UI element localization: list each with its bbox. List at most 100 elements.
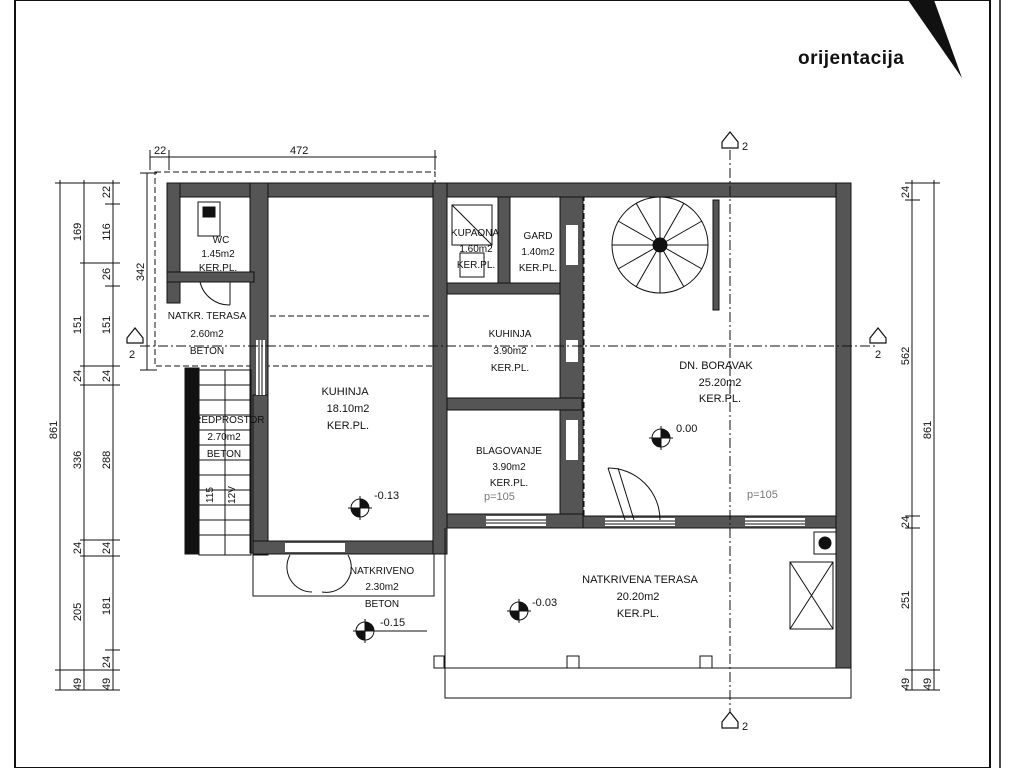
room-floor: KER.PL. xyxy=(327,420,369,432)
dim-right-inner-1: 24 xyxy=(900,186,912,198)
dimension-labels: 22 472 861 169 151 24 336 24 205 49 22 1… xyxy=(48,145,934,690)
room-name: NATKR. TERASA xyxy=(168,311,247,322)
entry-stairs xyxy=(198,369,252,556)
dim-left-inner-8: 181 xyxy=(101,597,113,615)
room-area: 2.30m2 xyxy=(365,582,399,593)
elevation-kitchen xyxy=(348,496,372,520)
section-markers xyxy=(126,131,887,729)
room-floor: KER.PL. xyxy=(490,478,528,489)
room-name: GARD xyxy=(524,231,553,242)
elevation-kitchen-value: -0.13 xyxy=(374,490,399,502)
stair-railing xyxy=(712,199,720,311)
dim-left-inner-9: 24 xyxy=(101,656,113,668)
dim-left-outer: 861 xyxy=(48,421,60,439)
room-terrace-small: NATKR. TERASA 2.60m2 BETON xyxy=(168,311,247,357)
room-living: DN. BORAVAK 25.20m2 KER.PL. xyxy=(679,360,753,405)
room-covered-entry: NATKRIVENO 2.30m2 BETON xyxy=(350,566,414,610)
dim-left-mid-1: 169 xyxy=(72,223,84,241)
room-area: 18.10m2 xyxy=(327,403,370,415)
elevation-marks: -0.13 0.00 -0.03 -0.15 xyxy=(348,423,697,643)
window-lines xyxy=(258,340,805,525)
room-bathroom: KUPAONA 1.60m2 KER.PL. xyxy=(451,228,499,271)
dim-left-mid-3: 24 xyxy=(72,370,84,382)
room-area: 20.20m2 xyxy=(617,591,660,603)
dim-right-inner-4: 251 xyxy=(900,591,912,609)
room-name: BLAGOVANJE xyxy=(476,446,542,457)
dim-right-inner-2: 562 xyxy=(900,347,912,365)
dim-left-inner-7: 24 xyxy=(101,542,113,554)
dim-left-inner-2: 116 xyxy=(101,223,113,241)
terrace-outline xyxy=(252,528,852,699)
room-floor: KER.PL. xyxy=(617,608,659,620)
dim-left-mid-7: 49 xyxy=(72,678,84,690)
section-marker-top-icon xyxy=(721,131,739,149)
dim-left-inner-5: 24 xyxy=(101,370,113,382)
north-arrow-icon xyxy=(908,0,962,78)
section-marker-bottom-icon xyxy=(721,711,739,729)
dimension-lines xyxy=(55,150,940,691)
room-area: 1.60m2 xyxy=(459,244,493,255)
section-lines xyxy=(140,150,878,722)
room-area: 1.45m2 xyxy=(201,249,235,260)
room-name: WC xyxy=(213,235,230,246)
room-name: KUHINJA xyxy=(489,329,532,340)
room-area: 2.70m2 xyxy=(207,432,241,443)
stairs-steps-1: 115 xyxy=(205,487,216,503)
room-name: PREDPROSTOR xyxy=(187,415,264,426)
parapet-mark-dining: p=105 xyxy=(484,491,515,503)
room-kitchen-large: KUHINJA 18.10m2 KER.PL. xyxy=(321,386,369,432)
section-marker-left: 2 xyxy=(129,349,135,361)
dim-stair-width: 342 xyxy=(135,263,147,281)
dim-left-mid-4: 336 xyxy=(72,451,84,469)
spiral-stair-icon xyxy=(611,196,709,294)
room-floor: KER.PL. xyxy=(699,393,741,405)
room-floor: KER.PL. xyxy=(457,260,495,271)
room-area: 3.90m2 xyxy=(492,462,526,473)
room-name: NATKRIVENA TERASA xyxy=(582,574,698,586)
room-name: KUHINJA xyxy=(321,386,369,398)
room-floor: BETON xyxy=(190,346,224,357)
walls xyxy=(166,182,852,669)
dim-right-outer-2: 49 xyxy=(922,678,934,690)
room-floor: BETON xyxy=(207,449,241,460)
room-floor: KER.PL. xyxy=(491,363,529,374)
orientation-label: orijentacija xyxy=(798,48,905,69)
section-marker-right-icon xyxy=(869,327,887,344)
room-kitchen-small: KUHINJA 3.90m2 KER.PL. xyxy=(489,329,532,374)
dim-left-inner-10: 49 xyxy=(101,678,113,690)
dim-right-inner-5: 49 xyxy=(900,678,912,690)
dim-right-outer-1: 861 xyxy=(922,421,934,439)
dim-top-1: 22 xyxy=(154,145,166,157)
room-name: NATKRIVENO xyxy=(350,566,414,577)
dim-left-mid-5: 24 xyxy=(72,542,84,554)
elevation-living xyxy=(649,426,673,450)
section-marker-bottom: 2 xyxy=(742,721,748,733)
room-floor: BETON xyxy=(365,599,399,610)
room-wardrobe: GARD 1.40m2 KER.PL. xyxy=(519,231,557,274)
room-wc: WC 1.45m2 KER.PL. xyxy=(199,235,237,274)
section-marker-right: 2 xyxy=(875,349,881,361)
elevation-entry-value: -0.15 xyxy=(380,617,405,629)
fixtures xyxy=(197,201,837,669)
dim-left-inner-3: 26 xyxy=(101,268,113,280)
elevation-living-value: 0.00 xyxy=(676,423,697,435)
dim-left-inner-4: 151 xyxy=(101,316,113,334)
room-floor: KER.PL. xyxy=(199,263,237,274)
stairs-steps-2: 12V xyxy=(227,486,238,504)
dim-top-2: 472 xyxy=(290,145,308,157)
elevation-terrace xyxy=(507,599,531,623)
room-name: KUPAONA xyxy=(451,228,499,239)
dim-left-inner-6: 288 xyxy=(101,451,113,469)
dim-left-mid-6: 205 xyxy=(72,603,84,621)
room-stairs: PREDPROSTOR 2.70m2 BETON xyxy=(187,415,264,460)
dim-right-inner-3: 24 xyxy=(900,516,912,528)
room-area: 25.20m2 xyxy=(699,377,742,389)
openings xyxy=(256,225,805,552)
room-area: 2.60m2 xyxy=(190,329,224,340)
section-marker-top: 2 xyxy=(742,141,748,153)
dim-left-inner-1: 22 xyxy=(101,186,113,198)
elevation-terrace-value: -0.03 xyxy=(532,597,557,609)
section-marker-left-icon xyxy=(126,327,144,344)
room-area: 1.40m2 xyxy=(521,247,555,258)
